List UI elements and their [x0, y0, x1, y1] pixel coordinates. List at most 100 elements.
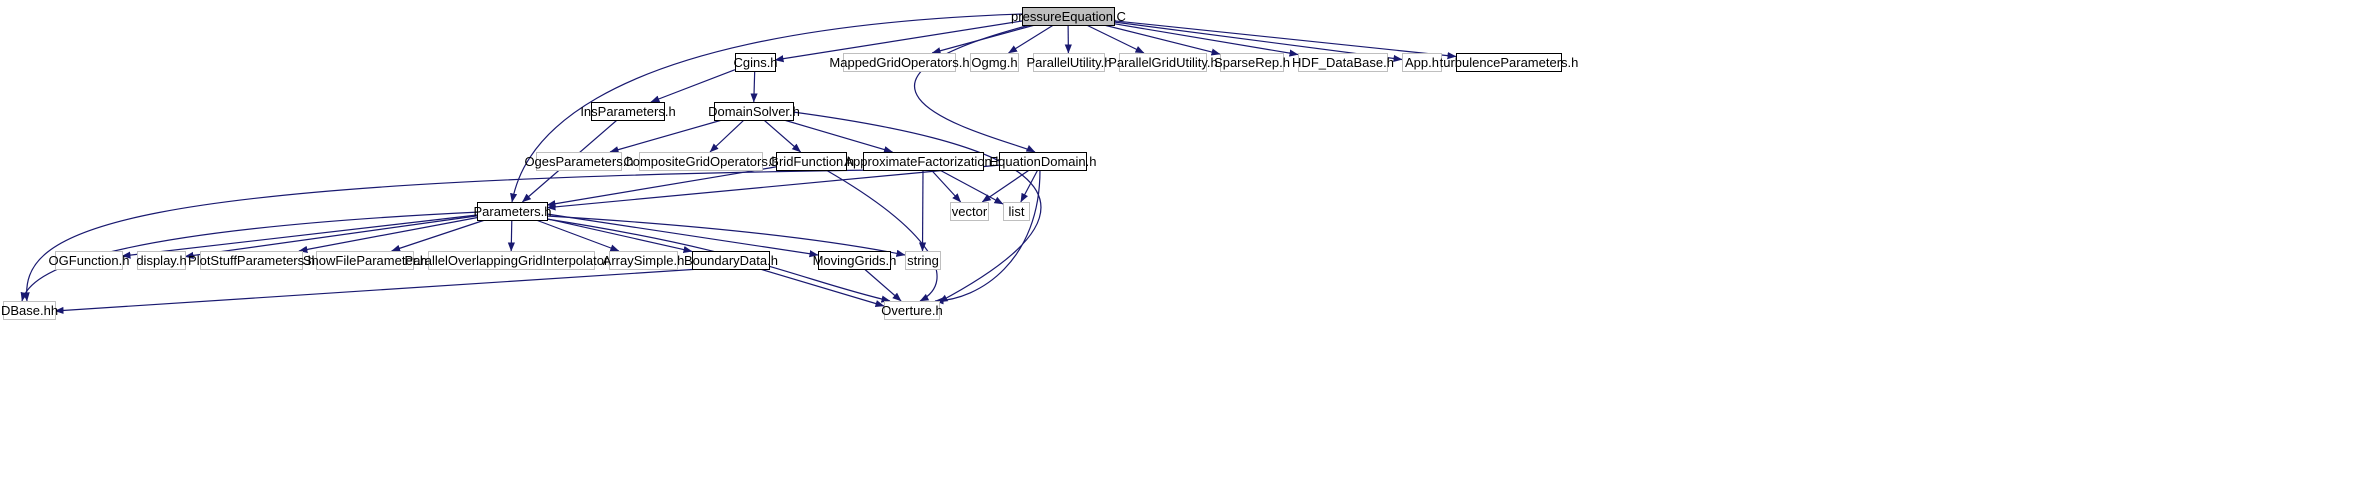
node-label: EquationDomain.h: [990, 154, 1097, 169]
node-box: [735, 53, 776, 72]
node-box: [137, 251, 186, 270]
node-Overture: Overture.h: [881, 301, 943, 320]
node-label: SparseRep.h: [1214, 55, 1290, 70]
node-box: [639, 152, 763, 171]
node-App: App.h: [1402, 53, 1442, 72]
node-label: DomainSolver.h: [708, 104, 800, 119]
node-label: Overture.h: [881, 303, 942, 318]
node-MappedGridOperators: MappedGridOperators.h: [829, 53, 970, 72]
node-label: PlotStuffParameters.h: [188, 253, 315, 268]
node-box: [55, 251, 123, 270]
edge-pressureEquation-to-Cgins: [774, 20, 1023, 63]
node-box: [609, 251, 678, 270]
node-label: ArraySimple.h: [603, 253, 685, 268]
node-box: [905, 251, 941, 270]
node-Cgins[interactable]: Cgins.h: [733, 53, 778, 72]
node-SparseRep: SparseRep.h: [1214, 53, 1290, 72]
node-PlotStuffParameters: PlotStuffParameters.h: [188, 251, 315, 270]
node-InsParameters[interactable]: InsParameters.h: [580, 102, 676, 121]
edge-Parameters-to-ArraySimple: [535, 219, 620, 252]
node-list: list: [1003, 202, 1030, 221]
node-OGFunction: OGFunction.h: [49, 251, 130, 270]
node-label: HDF_DataBase.h: [1292, 55, 1394, 70]
edge-DomainSolver-to-CompositeGridOperators: [709, 119, 745, 153]
edge-Parameters-to-PlotStuffParameters: [298, 217, 478, 253]
edge-Parameters-to-OGFunction: [121, 214, 478, 259]
node-box: [863, 152, 984, 171]
edge-GridFunction-to-Parameters: [546, 166, 777, 208]
node-label: string: [907, 253, 939, 268]
edge-DomainSolver-to-Overture: [792, 111, 1042, 303]
node-box: [591, 102, 665, 121]
node-ParallelOverlappingGridInterpolator: ParallelOverlappingGridInterpolator.h: [405, 251, 619, 270]
node-ParallelUtility: ParallelUtility.h: [1026, 53, 1112, 72]
edge-Cgins-to-InsParameters: [650, 69, 736, 103]
node-DomainSolver[interactable]: DomainSolver.h: [708, 102, 800, 121]
node-label: Cgins.h: [733, 55, 777, 70]
edge-pressureEquation-to-Ogmg: [1008, 24, 1054, 54]
node-box: [428, 251, 595, 270]
node-label: ParallelUtility.h: [1026, 55, 1111, 70]
node-label: BoundaryData.h: [684, 253, 778, 268]
node-BoundaryData[interactable]: BoundaryData.h: [684, 251, 778, 270]
node-label: ParallelGridUtility.h: [1108, 55, 1218, 70]
nodes-layer: pressureEquation.C Cgins.h MappedGridOpera…: [1, 7, 1579, 320]
node-label: pressureEquation.C: [1011, 9, 1126, 24]
node-box: [884, 301, 940, 320]
node-label: ShowFileParameter.h: [303, 253, 427, 268]
node-MovingGrids[interactable]: MovingGrids.h: [813, 251, 897, 270]
node-HDF_DataBase: HDF_DataBase.h: [1292, 53, 1394, 72]
node-GridFunction[interactable]: GridFunction.h: [769, 152, 854, 171]
node-ShowFileParameter: ShowFileParameter.h: [303, 251, 427, 270]
node-display: display.h: [136, 251, 187, 270]
edge-pressureEquation-to-HDF_DataBase: [1113, 23, 1299, 57]
node-label: InsParameters.h: [580, 104, 675, 119]
edge-GridFunction-to-Overture: [825, 169, 938, 302]
node-label: list: [1009, 204, 1025, 219]
node-box: [1402, 53, 1442, 72]
node-label: turbulenceParameters.h: [1440, 55, 1579, 70]
edge-ApproximateFactorization-to-vector: [930, 169, 962, 203]
node-label: GridFunction.h: [769, 154, 854, 169]
edge-DomainSolver-to-OgesParameters: [609, 119, 723, 154]
node-box: [1119, 53, 1207, 72]
edge-EquationDomain-to-Parameters: [546, 164, 1000, 211]
node-EquationDomain[interactable]: EquationDomain.h: [990, 152, 1097, 171]
node-ArraySimple: ArraySimple.h: [603, 251, 685, 270]
node-label: ApproximateFactorization.h: [844, 154, 1002, 169]
node-ApproximateFactorization[interactable]: ApproximateFactorization.h: [844, 152, 1003, 171]
node-box: [536, 152, 622, 171]
node-box: [714, 102, 794, 121]
node-box: [776, 152, 847, 171]
edge-ApproximateFactorization-to-string: [918, 169, 927, 252]
edge-Parameters-to-ParallelOverlappingGridInterpolator: [507, 219, 515, 252]
node-OgesParameters: OgesParameters.h: [524, 152, 634, 171]
node-ParallelGridUtility: ParallelGridUtility.h: [1108, 53, 1218, 72]
node-box: [200, 251, 303, 270]
node-Ogmg: Ogmg.h: [970, 53, 1019, 72]
node-box: [316, 251, 414, 270]
node-turbulenceParameters[interactable]: turbulenceParameters.h: [1440, 53, 1579, 72]
node-box: [3, 301, 56, 320]
node-label: DBase.hh: [1, 303, 58, 318]
edge-Parameters-to-MovingGrids: [546, 213, 819, 258]
edge-EquationDomain-to-Overture: [934, 169, 1041, 305]
node-label: Parameters.h: [473, 204, 551, 219]
node-pressureEquation[interactable]: pressureEquation.C: [1011, 7, 1126, 26]
node-Parameters[interactable]: Parameters.h: [473, 202, 552, 221]
edge-pressureEquation-to-turbulenceParameters: [1113, 20, 1457, 60]
node-box: [1220, 53, 1284, 72]
node-label: ParallelOverlappingGridInterpolator.h: [405, 253, 619, 268]
edge-Cgins-to-DomainSolver: [750, 70, 758, 103]
edge-pressureEquation-to-ParallelGridUtility: [1086, 24, 1145, 54]
node-string: string: [905, 251, 941, 270]
node-box: [818, 251, 891, 270]
edge-EquationDomain-to-vector: [981, 169, 1030, 203]
node-label: OGFunction.h: [49, 253, 130, 268]
edge-DomainSolver-to-GridFunction: [763, 119, 801, 153]
node-box: [1033, 53, 1105, 72]
edge-pressureEquation-to-EquationDomain: [913, 24, 1036, 153]
node-label: MappedGridOperators.h: [829, 55, 969, 70]
node-DBase: DBase.hh: [1, 301, 58, 320]
node-box: [1456, 53, 1562, 72]
